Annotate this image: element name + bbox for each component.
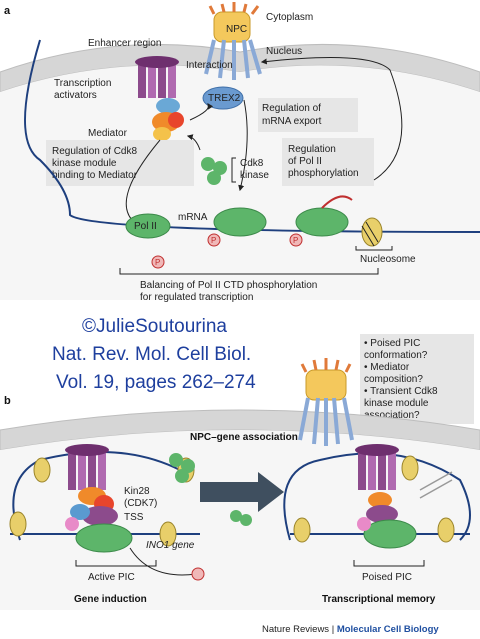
pol2-elongating-2 [295,207,349,237]
question-3b: kinase module [364,398,429,409]
activators-label-1: Transcription [54,78,111,89]
nucleosome-label: Nucleosome [360,254,416,265]
cdk8-label-2: kinase [240,170,269,181]
nucleosomes-right [293,455,455,543]
cdk8-mediator-arrow [186,134,201,151]
pol2-reg-text-3: phosphorylation [288,168,359,179]
active-pic-label: Active PIC [88,572,135,583]
poised-pic-bracket [353,560,425,567]
pol2-reg-text-2: of Pol II [288,156,322,167]
poised-pic-label: Poised PIC [362,572,412,583]
footer-line: Nature Reviews | Molecular Cell Biology [262,624,439,635]
cytoplasm-label: Cytoplasm [266,12,313,23]
mediator-right [357,492,417,549]
mediator-label: Mediator [88,128,128,139]
balancing-text-2: for regulated transcription [140,292,253,303]
npc-pore-b [298,358,354,446]
footer-journal: Nature Reviews [262,624,329,635]
activators-label-2: activators [54,90,97,101]
enhancer-region-label: Enhancer region [88,38,161,49]
question-1a: • Poised PIC [364,338,420,349]
question-1b: conformation? [364,350,428,361]
ino1-gene-label: INO1 gene [146,540,195,551]
phospho-mark-b [191,567,205,581]
active-pic-bracket [75,560,157,567]
kin28-label-2: (CDK7) [124,498,157,509]
activators-left [65,444,109,490]
pol2-reg-text-1: Regulation [288,144,336,155]
panel-b-label: b [4,395,11,407]
panel-b: b • Poised PIC conformation? • Mediator … [0,334,480,610]
watermark-line-3: Vol. 19, pages 262–274 [56,372,256,393]
cdk8-label-1: Cdk8 [240,158,264,169]
npc-label: NPC [226,24,247,35]
mrna-transcript [321,195,353,209]
mrna-export-callout [258,98,358,132]
watermark-line-1: ©JulieSoutourina [82,316,227,337]
question-3c: association? [364,410,420,421]
exchange-arrows [419,471,453,499]
cdk8-released [169,453,252,526]
transcription-activators [135,56,179,98]
transcript-left [129,547,197,576]
mediator-pol2-line [125,139,161,223]
mediator-trex2-arrow [189,103,214,121]
trex2-down-arrow [238,99,248,192]
svg-text:P: P [155,258,160,267]
cdk8-regulation-callout [46,140,194,186]
mrna-label: mRNA [178,212,208,223]
trex2-label: TREX2 [208,93,241,104]
interaction-label: Interaction [186,60,233,71]
panel-a-label: a [4,5,11,17]
panel-a: a NPC Cytoplasm Nucleus TREX2 Interactio… [0,2,480,303]
npc-gene-association-label: NPC–gene association [190,432,298,443]
question-2a: • Mediator [364,362,410,373]
mrna-export-text-1: Regulation of [262,103,321,114]
nucleosome-a [361,217,383,247]
npc-pore-a: NPC [204,2,262,80]
transition-arrow [200,472,284,512]
questions-callout [360,334,474,424]
footer-section: Molecular Cell Biology [337,624,440,635]
footer-separator: | [329,624,337,635]
footer: Nature Reviews | Molecular Cell Biology [262,624,439,635]
pol2-regulation-callout [282,138,374,186]
cdk8-reg-text-2: kinase module [52,158,117,169]
pol2-label: Pol II [134,221,157,232]
cdk8-kinase-module [201,157,227,185]
balancing-text-1: Balancing of Pol II CTD phosphorylation [140,280,317,291]
phospho-marks-a: P P P [151,233,303,269]
question-3a: • Transient Cdk8 [364,386,438,397]
activators-right [355,444,399,490]
dna-loop-left [12,451,181,541]
export-loop-arrow [260,57,403,181]
svg-text:P: P [211,236,216,245]
pol2-initiating [125,213,171,239]
balancing-bracket [119,268,379,275]
mediator-complex [152,98,184,141]
mediator-left [65,487,133,553]
nucleus-label: Nucleus [266,46,302,57]
gene-induction-label: Gene induction [74,594,147,605]
question-2b: composition? [364,374,423,385]
nucleoplasm-a [0,65,480,300]
cdk8-reg-text-3: binding to Mediator [52,170,138,181]
kin28-label-1: Kin28 [124,486,150,497]
pol2-elongating-1 [213,207,267,237]
svg-text:P: P [293,236,298,245]
tss-label: TSS [124,512,144,523]
mrna-export-text-2: mRNA export [262,116,322,127]
watermark-line-2: Nat. Rev. Mol. Cell Biol. [52,344,251,365]
transcriptional-memory-label: Transcriptional memory [322,594,436,605]
watermark: ©JulieSoutourina Nat. Rev. Mol. Cell Bio… [52,316,256,393]
cdk8-reg-text-1: Regulation of Cdk8 [52,146,137,157]
